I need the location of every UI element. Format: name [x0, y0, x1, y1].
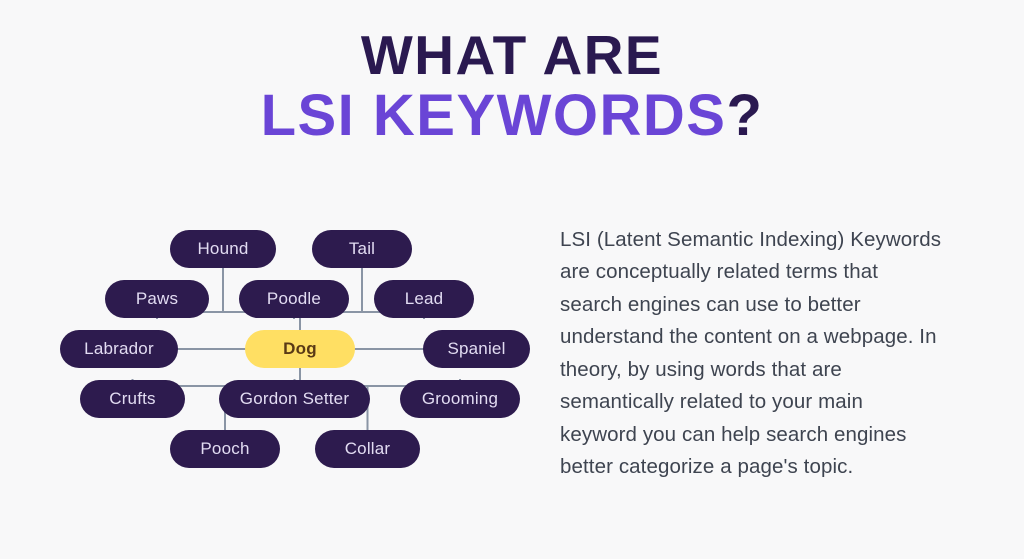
node-label: Tail — [348, 239, 376, 258]
title-line-1: WHAT ARE — [360, 24, 664, 86]
node-label: Hound — [197, 239, 249, 258]
page-title: WHAT ARE LSI KEYWORDS? — [0, 28, 1024, 145]
title-question-mark: ? — [726, 83, 764, 148]
node-tail: Tail — [312, 230, 412, 268]
node-poodle: Poodle — [239, 280, 349, 318]
node-label: Dog — [283, 339, 317, 358]
node-dog-center: Dog — [245, 330, 355, 368]
node-gordonsetter: Gordon Setter — [219, 380, 370, 418]
node-label: Paws — [135, 289, 179, 308]
node-label: Grooming — [421, 389, 499, 408]
title-line-2: LSI KEYWORDS? — [0, 87, 1024, 145]
node-labrador: Labrador — [60, 330, 178, 368]
title-line-2-text: LSI KEYWORDS — [260, 83, 727, 148]
node-lead: Lead — [374, 280, 474, 318]
node-crufts: Crufts — [80, 380, 185, 418]
node-label: Poodle — [266, 289, 322, 308]
node-collar: Collar — [315, 430, 420, 468]
node-label: Gordon Setter — [239, 389, 350, 408]
node-grooming: Grooming — [400, 380, 520, 418]
node-label: Collar — [344, 439, 391, 458]
node-paws: Paws — [105, 280, 209, 318]
node-pooch: Pooch — [170, 430, 280, 468]
description-paragraph: LSI (Latent Semantic Indexing) Keywords … — [560, 227, 942, 479]
node-spaniel: Spaniel — [423, 330, 530, 368]
node-label: Spaniel — [447, 339, 506, 358]
node-hound: Hound — [170, 230, 276, 268]
node-label: Pooch — [200, 439, 250, 458]
node-label: Lead — [404, 289, 444, 308]
node-label: Labrador — [84, 339, 154, 358]
node-label: Crufts — [109, 389, 156, 408]
